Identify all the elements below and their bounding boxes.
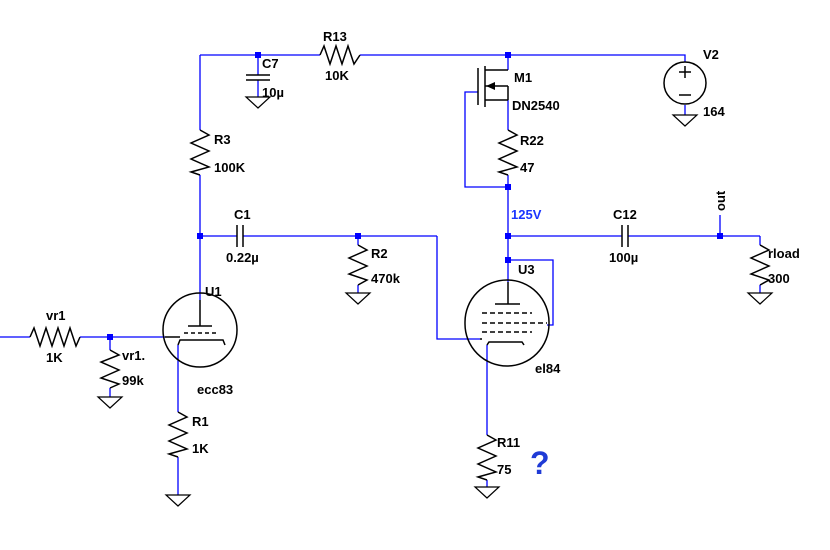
label-vr1-value: 1K [46, 350, 63, 365]
grounds [96, 96, 774, 507]
label-c7-value: 10µ [262, 85, 284, 100]
label-m1-ref: M1 [514, 70, 532, 85]
ground-icon [473, 486, 501, 499]
label-u3-ref: U3 [518, 262, 535, 277]
ground-icon [671, 114, 699, 127]
junction-vr1 [107, 334, 113, 340]
mosfet-m1 [477, 66, 509, 107]
ground-icon [344, 292, 372, 305]
resistor-vr1 [29, 325, 81, 349]
label-r1-value: 1K [192, 441, 209, 456]
label-rload-ref: rload [768, 246, 800, 261]
voltage-source-v2 [663, 61, 707, 105]
label-r13-value: 10K [325, 68, 349, 83]
label-out-net: out [713, 190, 728, 211]
resistor-r11 [475, 434, 499, 481]
label-vr1-ref: vr1 [46, 308, 66, 323]
junction-out [717, 233, 723, 239]
junction-125v [505, 233, 511, 239]
resistor-r1 [166, 411, 190, 458]
resistor-r13 [319, 43, 361, 67]
label-u1-value: ecc83 [197, 382, 233, 397]
ground-icon [164, 494, 192, 507]
label-m1-value: DN2540 [512, 98, 560, 113]
label-r13-ref: R13 [323, 29, 347, 44]
label-v2-value: 164 [703, 104, 725, 119]
junction-r22 [505, 184, 511, 190]
label-r11-ref: R11 [497, 435, 520, 450]
label-vr1b-value: 99k [122, 373, 144, 388]
junction-u3-screen [505, 257, 511, 263]
label-c1-ref: C1 [234, 207, 251, 222]
label-node-voltage: 125V [511, 207, 542, 222]
label-c12-ref: C12 [613, 207, 637, 222]
label-vr1b-ref: vr1. [122, 348, 145, 363]
junction-r2 [355, 233, 361, 239]
label-r11-value: 75 [497, 462, 511, 477]
junctions [107, 52, 723, 340]
label-c12-value: 100µ [609, 250, 638, 265]
wires [0, 54, 761, 495]
junction-u1-plate [197, 233, 203, 239]
tube-u1 [162, 292, 238, 368]
label-rload-value: 300 [768, 271, 790, 286]
label-c1-value: 0.22µ [226, 250, 259, 265]
resistor-rload [748, 244, 771, 286]
label-v2-ref: V2 [703, 47, 719, 62]
ground-icon [96, 396, 124, 409]
label-r22-value: 47 [520, 160, 534, 175]
resistors [29, 43, 771, 481]
label-r2-value: 470k [371, 271, 401, 286]
label-r2-ref: R2 [371, 246, 388, 261]
resistor-r2 [346, 244, 369, 286]
ground-icon [746, 292, 774, 305]
tube-u3 [464, 279, 550, 367]
labels: C7 10µ R13 10K M1 DN2540 V2 164 R3 100K … [46, 29, 800, 481]
label-r3-value: 100K [214, 160, 246, 175]
question-annotation: ? [530, 445, 550, 481]
capacitors [236, 74, 629, 247]
resistor-r22 [496, 129, 520, 176]
label-r1-ref: R1 [192, 414, 209, 429]
resistor-vr1b [98, 349, 122, 389]
junction-m1-drain [505, 52, 511, 58]
label-r3-ref: R3 [214, 132, 231, 147]
label-u1-ref: U1 [205, 284, 222, 299]
junction-c7 [255, 52, 261, 58]
label-c7-ref: C7 [262, 56, 279, 71]
ground-icon [244, 96, 272, 109]
label-u3-value: el84 [535, 361, 561, 376]
resistor-r3 [188, 129, 212, 176]
label-r22-ref: R22 [520, 133, 544, 148]
